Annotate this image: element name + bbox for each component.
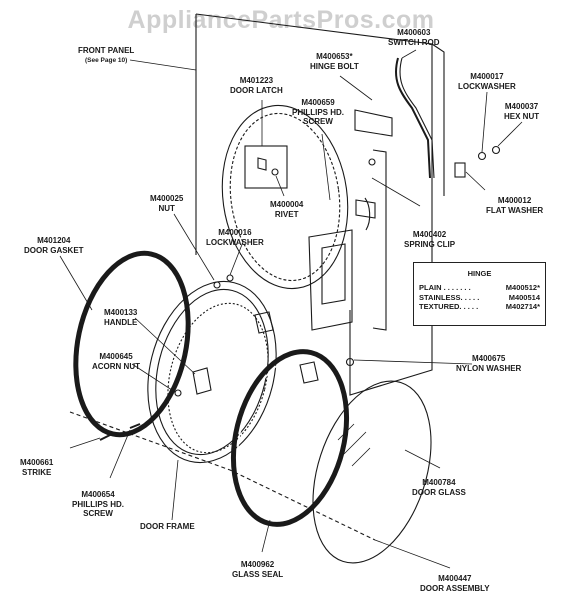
handle-drawing bbox=[192, 367, 212, 395]
hinge-table: HINGE PLAIN . . . . . . .M400512* STAINL… bbox=[413, 262, 546, 326]
front-panel-drawing bbox=[195, 13, 445, 396]
hinge-row: TEXTURED. . . . .M402714* bbox=[419, 302, 540, 311]
label-hinge-bolt: M400653*HINGE BOLT bbox=[310, 52, 359, 71]
door-latch-box bbox=[244, 145, 288, 189]
strike-drawing bbox=[99, 433, 113, 441]
switch-rod-outline bbox=[399, 57, 435, 179]
door-gasket-drawing bbox=[73, 250, 191, 438]
label-door-frame: DOOR FRAME bbox=[140, 522, 195, 531]
hinge-table-title: HINGE bbox=[467, 269, 492, 278]
door-glass-drawing bbox=[312, 380, 432, 564]
spring-clip-drawing bbox=[364, 197, 371, 231]
switch-rod-drawing bbox=[394, 57, 431, 179]
door-latch-drawing bbox=[257, 157, 267, 171]
lockwasher-left-drawing bbox=[226, 274, 234, 282]
door-frame-drawing bbox=[147, 280, 277, 464]
phillips-screw-bottom-drawing bbox=[129, 423, 141, 429]
flat-washer-drawing bbox=[454, 162, 466, 178]
acorn-nut-drawing bbox=[174, 389, 182, 397]
nylon-washer-drawing bbox=[345, 357, 355, 367]
watermark: AppliancePartsPros.com bbox=[127, 6, 435, 34]
hinge-row: STAINLESS. . . . .M400514 bbox=[419, 292, 540, 302]
lockwasher-right-drawing bbox=[477, 151, 487, 161]
glass-seal-drawing bbox=[230, 349, 350, 527]
phillips-screw-top-drawing bbox=[368, 158, 376, 166]
label-front-panel: FRONT PANEL(See Page 10) bbox=[78, 46, 135, 64]
hinge-bracket-drawing bbox=[308, 229, 353, 331]
rivet-drawing bbox=[271, 168, 279, 176]
hex-nut-drawing bbox=[491, 145, 501, 155]
hinge-row: PLAIN . . . . . . .M400512* bbox=[419, 283, 540, 292]
